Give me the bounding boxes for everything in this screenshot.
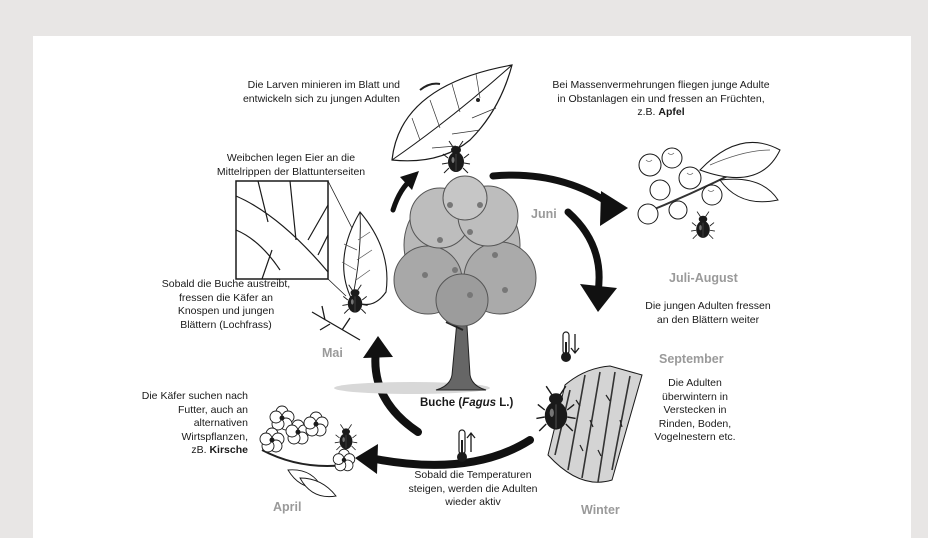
month-label-mai: Mai [322,346,343,360]
month-label-winter: Winter [581,503,620,517]
thermometer-up-icon [457,430,475,462]
cherry-blossom-icon [260,406,357,497]
thermometer-down-icon [561,332,579,362]
leaf-with-beetle-icon [342,212,387,314]
annotation-sprouting: Sobald die Buche austreibt,fressen die K… [156,278,296,332]
bark-with-beetle-icon [536,366,642,482]
month-label-juni: Juni [531,207,557,221]
mined-leaf-icon [392,65,512,173]
annotation-mass-outbreak: Bei Massenvermehrungen fliegen junge Adu… [540,79,782,120]
apple-branch-icon [638,142,780,238]
month-label-juli-august: Juli-August [669,271,738,285]
month-label-september: September [659,352,724,366]
center-species-label: Buche (Fagus L.) [420,397,513,411]
month-label-april: April [273,500,301,514]
